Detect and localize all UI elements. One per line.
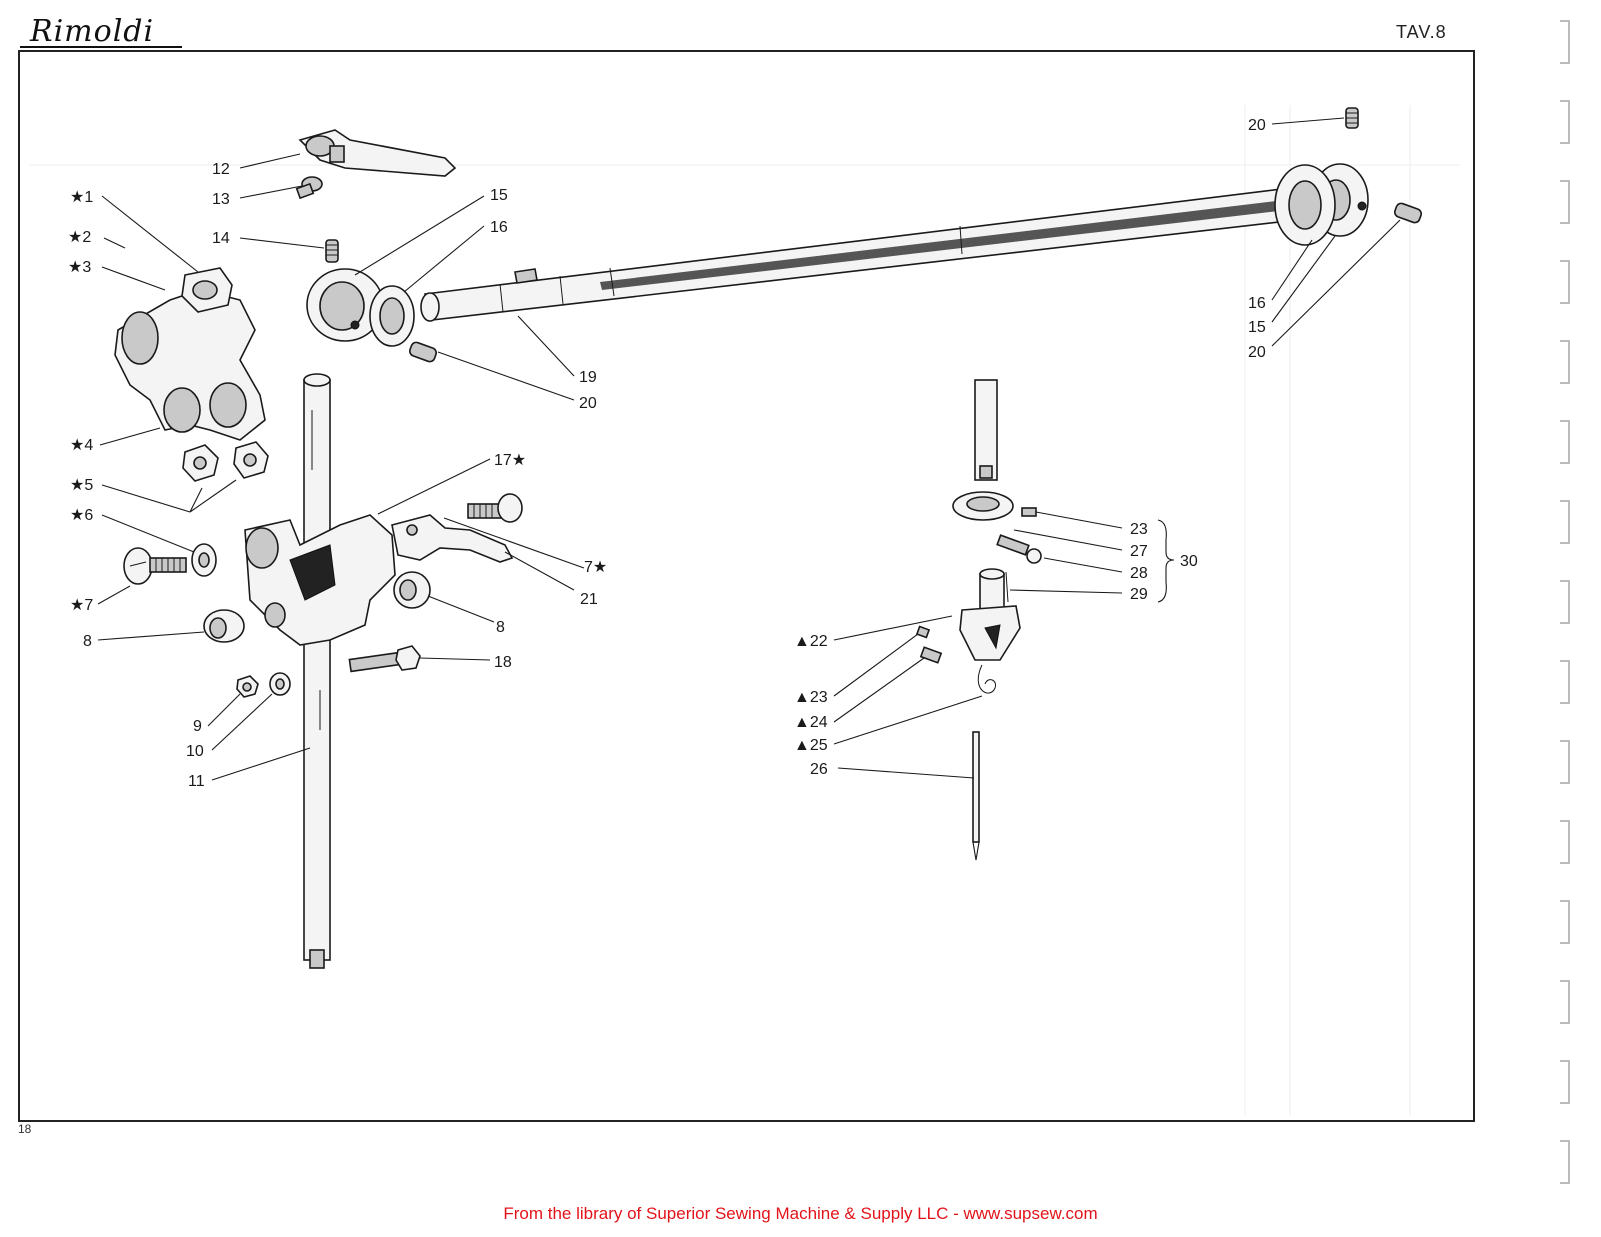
callout-30: 30: [1180, 553, 1198, 570]
callout-7-left: ★7: [70, 597, 93, 614]
footer-credit: From the library of Superior Sewing Mach…: [503, 1204, 1098, 1223]
callout-22: ▲22: [794, 633, 828, 650]
rocker-block-17: [244, 514, 396, 646]
page-number: 18: [18, 1122, 32, 1136]
binder-ring: [1560, 100, 1570, 144]
screw-7-right: [467, 493, 523, 523]
binder-ring: [1560, 820, 1570, 864]
nut-5a: [182, 444, 219, 482]
callout-15: 15: [490, 187, 508, 204]
callout-7-right: 7★: [584, 559, 607, 576]
binder-ring: [1560, 660, 1570, 704]
callout-26: 26: [810, 761, 828, 778]
table-id: TAV.8: [1396, 22, 1447, 42]
binder-ring: [1560, 980, 1570, 1024]
binder-ring: [1560, 420, 1570, 464]
binder-ring: [1560, 340, 1570, 384]
binder-ring: [1560, 180, 1570, 224]
screw-20-right: [1393, 202, 1423, 224]
binder-ring: [1560, 500, 1570, 544]
binder-ring: [1560, 1140, 1570, 1184]
bracket-assembly-1-4: [114, 267, 266, 441]
bleed-through: [30, 105, 1460, 1115]
screw-28: [996, 534, 1042, 564]
callout-16-right: 16: [1248, 295, 1266, 312]
leader-lines: [97, 117, 1401, 781]
nut-9: [236, 675, 259, 698]
callout-9: 9: [193, 718, 202, 735]
callout-3: ★3: [68, 259, 91, 276]
callout-5: ★5: [70, 477, 93, 494]
binder-ring: [1560, 1060, 1570, 1104]
screw-24: [919, 646, 943, 664]
brand-underline: [20, 46, 182, 48]
needle-26: [972, 731, 980, 861]
callout-15-right: 15: [1248, 319, 1266, 336]
small-screw-23b: [915, 625, 931, 639]
bushing-8-left: [203, 609, 245, 643]
callout-27: 27: [1130, 543, 1148, 560]
callout-23b: ▲23: [794, 689, 828, 706]
callout-28: 28: [1130, 565, 1148, 582]
callout-20-right: 20: [1248, 344, 1266, 361]
screw-18: [348, 645, 421, 673]
screw-14: [325, 239, 339, 263]
screw-13: [295, 176, 323, 200]
callout-25: ▲25: [794, 737, 828, 754]
callout-17: 17★: [494, 452, 526, 469]
diagram-frame: [18, 50, 1475, 1122]
callout-2: ★2: [68, 229, 91, 246]
callout-4: ★4: [70, 437, 93, 454]
callout-21: 21: [580, 591, 598, 608]
callout-10: 10: [186, 743, 204, 760]
washer-6: [191, 543, 217, 577]
clamp-23: [952, 491, 1037, 521]
callout-16: 16: [490, 219, 508, 236]
callout-14: 14: [212, 230, 230, 247]
binder-ring: [1560, 900, 1570, 944]
callout-13: 13: [212, 191, 230, 208]
callout-20-top: 20: [1248, 117, 1266, 134]
washer-10: [269, 672, 291, 696]
arm-21: [391, 514, 514, 563]
callout-8-right: 8: [496, 619, 505, 636]
collar-15-left: [306, 268, 384, 342]
needle-bar: [974, 379, 998, 481]
binder-ring: [1560, 260, 1570, 304]
main-shaft: [420, 187, 1297, 322]
brand-logo: Rimoldi: [30, 14, 155, 49]
nut-5b: [233, 441, 269, 479]
callout-1: ★1: [70, 189, 93, 206]
callout-20: 20: [579, 395, 597, 412]
binder-ring: [1560, 580, 1570, 624]
binder-ring: [1560, 20, 1570, 64]
callout-8-left: 8: [83, 633, 92, 650]
screw-20-left: [408, 341, 438, 363]
callout-18: 18: [494, 654, 512, 671]
vertical-shaft-11: [303, 373, 331, 969]
binder-ring: [1560, 740, 1570, 784]
callout-23: 23: [1130, 521, 1148, 538]
callout-labels: ★1 ★2 ★3 ★4 ★5 ★6 ★7 8 9 10 11 12 13 14 …: [68, 117, 1266, 790]
brace-icon: [1157, 519, 1175, 603]
lever-12: [298, 129, 457, 177]
bushing-8-right: [393, 571, 431, 609]
washer-16-right: [1274, 164, 1336, 246]
screw-20-top: [1345, 107, 1359, 129]
callout-19: 19: [579, 369, 597, 386]
washer-16-left: [369, 285, 415, 347]
callout-29: 29: [1130, 586, 1148, 603]
screw-7-left: [123, 547, 187, 585]
callout-24: ▲24: [794, 714, 828, 731]
needle-clamp-29: [959, 568, 1021, 694]
callout-12: 12: [212, 161, 230, 178]
callout-11: 11: [188, 773, 205, 790]
callout-6: ★6: [70, 507, 93, 524]
